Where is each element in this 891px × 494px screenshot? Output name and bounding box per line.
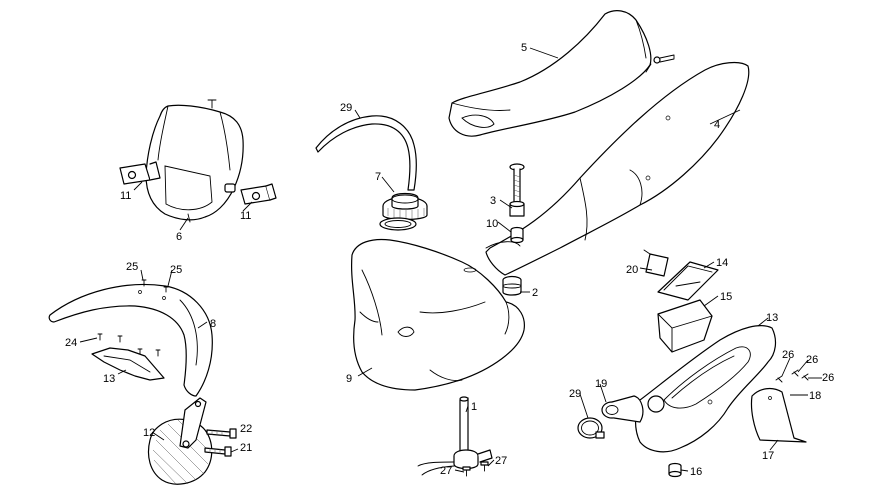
callout-26-b: 26 (806, 354, 818, 366)
callout-27-left: 27 (440, 465, 452, 477)
part-29-breather-hose (315, 115, 417, 191)
part-13-airbox (634, 325, 777, 453)
callout-2: 2 (532, 287, 538, 299)
seat-bolt (645, 54, 675, 73)
callout-13-airbox: 13 (766, 312, 778, 324)
part-3-bolt (509, 163, 525, 217)
callout-10: 10 (486, 218, 498, 230)
callout-29-top: 29 (340, 102, 352, 114)
callout-1: 1 (471, 401, 477, 413)
callout-26-c: 26 (822, 372, 834, 384)
callout-6: 6 (176, 231, 182, 243)
part-29-hose-clamp (577, 417, 605, 439)
callout-3: 3 (490, 195, 496, 207)
part-8-front-fender (48, 283, 213, 397)
callout-22: 22 (240, 423, 252, 435)
part-22-screw (206, 428, 237, 439)
part-9-fuel-tank (351, 238, 525, 391)
part-27-screws (462, 461, 489, 477)
part-11-right-clip (240, 183, 277, 205)
callout-21: 21 (240, 442, 252, 454)
part-21-screw (204, 446, 232, 457)
filler-cap-gasket (379, 217, 417, 231)
callout-11-right: 11 (240, 210, 251, 222)
part-18-plate (750, 387, 807, 443)
part-14-bracket (657, 261, 719, 301)
part-1-fuel-tap (417, 396, 493, 476)
part-6-headlight-mask (145, 104, 244, 223)
callout-5: 5 (521, 42, 527, 54)
callout-16: 16 (690, 466, 702, 478)
callout-29-clamp: 29 (569, 388, 581, 400)
part-11-left-clip (119, 161, 161, 185)
callout-9: 9 (346, 373, 352, 385)
part-19-intake-boot (601, 395, 644, 423)
front-fender-screws (97, 279, 169, 357)
part-12-disc-guard (147, 397, 213, 485)
headlight-mask-screw (207, 99, 217, 109)
callout-15: 15 (720, 291, 732, 303)
part-26-screws (775, 369, 809, 383)
part-4-side-panel (485, 61, 750, 276)
part-10-spacer (510, 226, 524, 244)
part-13-fender-bracket (91, 347, 165, 381)
leader-lines (79, 47, 822, 473)
callout-8: 8 (210, 318, 216, 330)
callout-26-a: 26 (782, 349, 794, 361)
callout-14: 14 (716, 257, 728, 269)
callout-18: 18 (809, 390, 821, 402)
callout-4: 4 (714, 119, 720, 131)
callout-27-right: 27 (495, 455, 507, 467)
callout-17: 17 (762, 450, 774, 462)
callout-7: 7 (375, 171, 381, 183)
part-16-drain-plug (668, 462, 682, 478)
callout-25-right: 25 (170, 264, 182, 276)
callout-25-left: 25 (126, 261, 138, 273)
callout-12: 12 (143, 427, 155, 439)
part-5-seat (448, 10, 652, 137)
part-20-clip (643, 249, 669, 277)
callout-13-fender: 13 (103, 373, 115, 385)
part-7-filler-cap (382, 192, 428, 221)
callout-11-left: 11 (120, 190, 131, 202)
callout-20: 20 (626, 264, 638, 276)
part-15-battery-box (657, 299, 713, 353)
callout-24: 24 (65, 337, 77, 349)
callout-labels: 5 4 29 7 3 10 2 11 11 6 25 25 8 24 13 9 … (65, 42, 834, 478)
callout-19: 19 (595, 378, 607, 390)
part-2-grommet (502, 275, 522, 296)
